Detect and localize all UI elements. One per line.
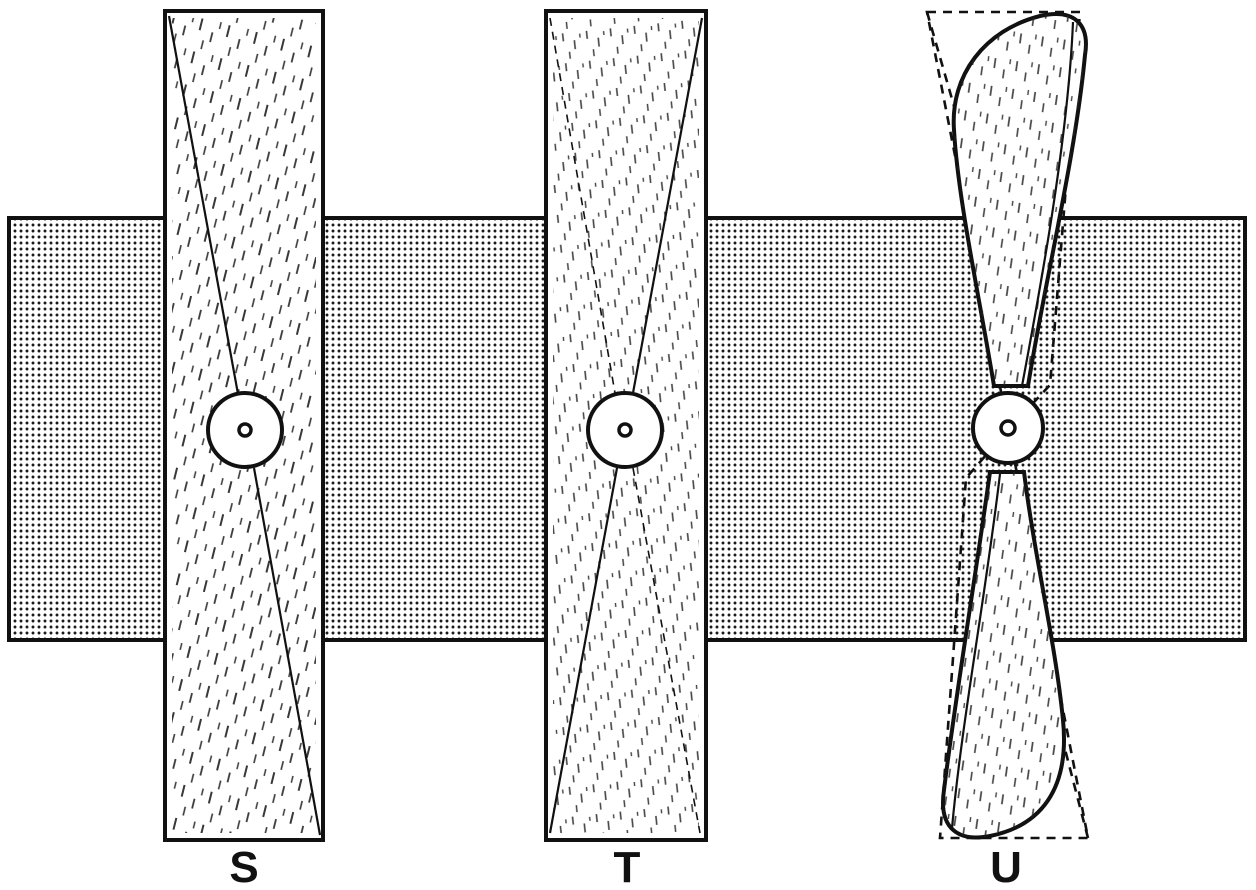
label-s: S [229, 843, 258, 890]
blank-t-guide-upper [549, 17, 616, 394]
label-u: U [990, 843, 1022, 890]
propeller-u-outline-right-bottom [1058, 729, 1090, 839]
blank-s [163, 9, 325, 842]
propeller-u-outline-left-top [925, 11, 960, 121]
propeller-u-upper-edge [1020, 21, 1075, 387]
blank-t [544, 9, 708, 842]
label-t: T [614, 843, 641, 890]
propeller-u-lower-blade-grain [943, 472, 1065, 838]
blank-t-guide-lower [632, 467, 701, 834]
propeller-u-upper-blade-grain [953, 14, 1086, 387]
blank-s-shaft-hole [237, 422, 253, 438]
blank-s-diagonal-upper [167, 15, 240, 395]
blank-t-shaft-hole [617, 422, 633, 438]
propeller-u-shaft-hole [999, 419, 1017, 437]
propeller-u [925, 10, 1090, 840]
propeller-u-lower-edge [950, 473, 1002, 829]
blank-s-diagonal-lower [252, 467, 322, 836]
blank-t-taper-upper [631, 17, 704, 394]
blank-t-taper-lower [548, 467, 619, 834]
